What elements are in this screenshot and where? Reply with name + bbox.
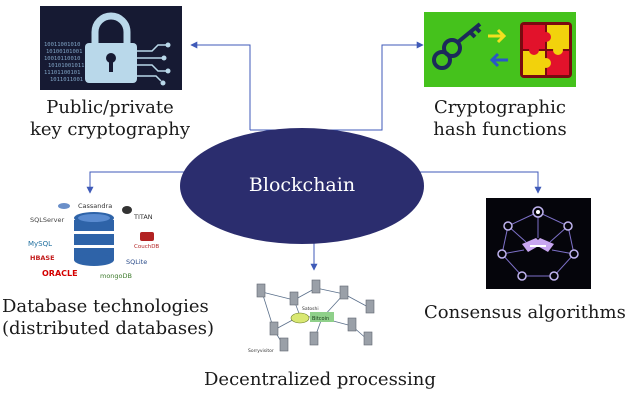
tag-sorryvisitor: Sorryvisitor: [248, 348, 274, 354]
connector-consensus: [418, 171, 542, 194]
label-consensus: Consensus algorithms: [424, 302, 626, 323]
logo-mysql: MySQL: [28, 240, 52, 248]
label-hash: Cryptographic hash functions: [433, 97, 567, 140]
padlock-circuit-icon: 10011001010 10100101001 10010110010 1010…: [40, 6, 182, 90]
logo-hbase: HBASE: [30, 254, 55, 262]
logo-couchdb: CouchDB: [134, 244, 159, 250]
svg-text:10100101001: 10100101001: [46, 49, 82, 55]
consensus-network-icon: [486, 198, 591, 289]
svg-text:10101001011: 10101001011: [48, 63, 84, 69]
svg-text:11101100101: 11101100101: [44, 70, 80, 76]
label-db: Database technologies (distributed datab…: [2, 296, 215, 339]
database-logos-icon: Cassandra SQLServer TITAN MySQL CouchDB …: [22, 198, 168, 283]
logo-sqlserver: SQLServer: [30, 216, 65, 224]
svg-text:10011001010: 10011001010: [44, 42, 80, 48]
connector-pki: [190, 41, 251, 130]
key-puzzle-icon: [424, 12, 576, 87]
logo-mongodb: mongoDB: [100, 272, 132, 280]
network-servers-icon: Bitcoin Satoshi Sorryvisitor: [244, 274, 384, 354]
logo-cassandra: Cassandra: [78, 202, 112, 210]
logo-oracle: ORACLE: [42, 269, 78, 278]
connector-db: [86, 171, 185, 194]
hub-label: Blockchain: [248, 174, 356, 196]
label-dp: Decentralized processing: [204, 369, 436, 390]
blockchain-hub: [180, 128, 424, 244]
tag-bitcoin: Bitcoin: [312, 316, 329, 322]
tag-satoshi: Satoshi: [302, 306, 319, 312]
svg-text:10010110010: 10010110010: [44, 56, 80, 62]
connector-hash: [250, 41, 424, 131]
label-pki: Public/private key cryptography: [29, 97, 191, 140]
logo-sqlite: SQLite: [126, 258, 147, 266]
logo-titan: TITAN: [133, 213, 153, 221]
svg-text:1011011001: 1011011001: [50, 77, 83, 83]
